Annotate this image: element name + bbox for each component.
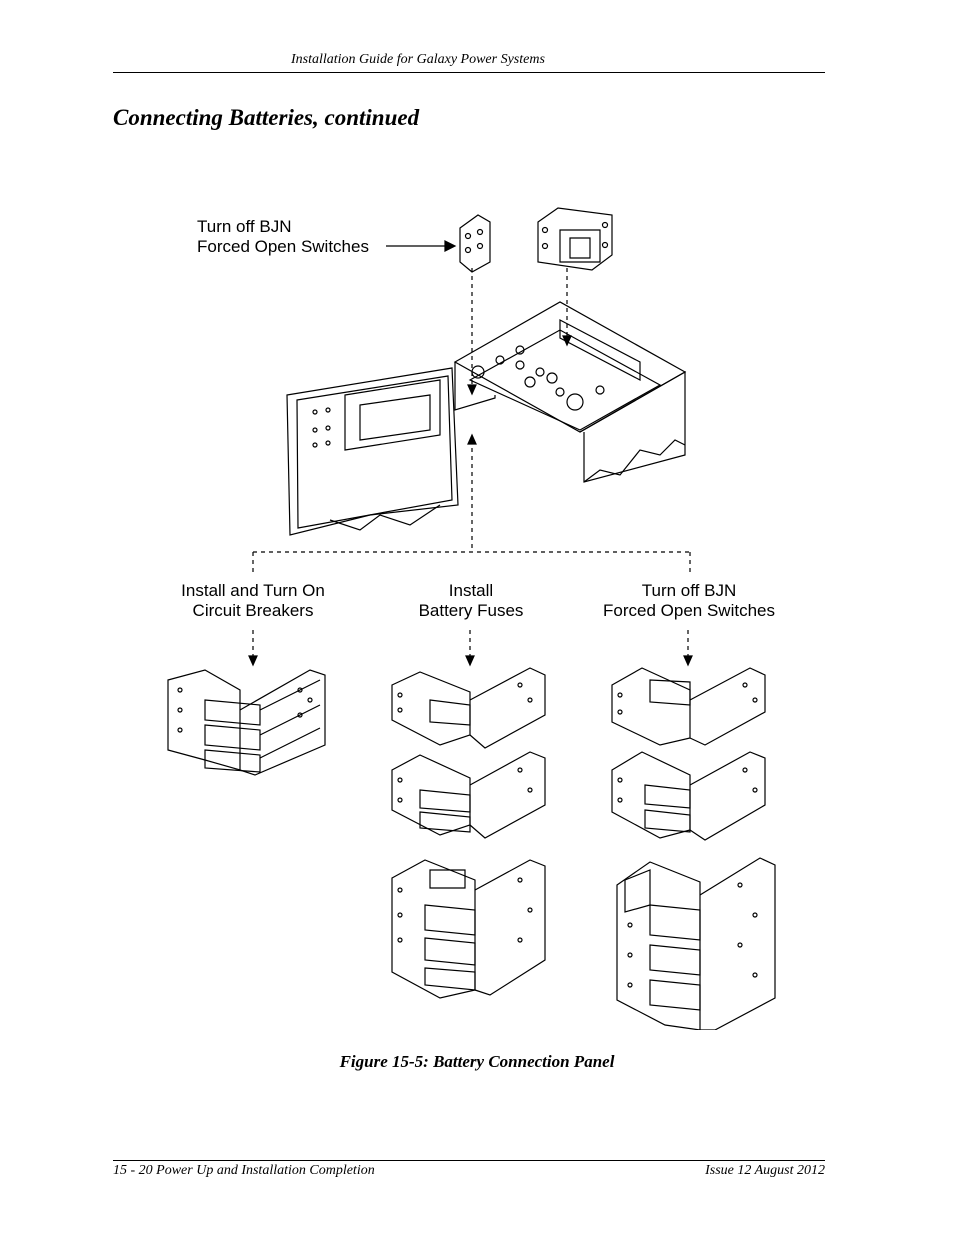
breaker-part — [537, 207, 613, 271]
column-right-label: Turn off BJN Forced Open Switches — [603, 581, 775, 620]
section-title: Connecting Batteries, continued — [113, 105, 420, 130]
running-header: Installation Guide for Galaxy Power Syst… — [291, 52, 545, 67]
battery-fuse-assembly-3 — [391, 859, 546, 999]
battery-connection-panel-illustration — [167, 207, 776, 1030]
cabinet-body — [453, 301, 687, 483]
figure-caption: Figure 15-5: Battery Connection Panel — [339, 1052, 615, 1071]
battery-fuse-assembly-1 — [391, 667, 546, 749]
cabinet-door — [286, 367, 459, 536]
footer-page-info: 15 - 20 Power Up and Installation Comple… — [113, 1163, 375, 1178]
switch-bracket-part — [459, 214, 491, 273]
column-left-label: Install and Turn On Circuit Breakers — [181, 581, 325, 620]
forced-open-switch-assembly-2 — [611, 751, 766, 841]
battery-fuse-assembly-2 — [391, 751, 546, 839]
callout-arrow — [386, 240, 457, 252]
circuit-breaker-assembly — [167, 669, 326, 776]
forced-open-switch-assembly-1 — [611, 667, 766, 746]
callout-top-label: Turn off BJN Forced Open Switches — [197, 217, 369, 256]
footer-rule — [113, 1160, 825, 1161]
column-center-label: Install Battery Fuses — [418, 581, 524, 620]
forced-open-switch-assembly-3 — [616, 857, 776, 1030]
header-rule — [113, 72, 825, 73]
footer-issue-date: Issue 12 August 2012 — [705, 1163, 825, 1178]
down-arrows — [248, 630, 693, 667]
